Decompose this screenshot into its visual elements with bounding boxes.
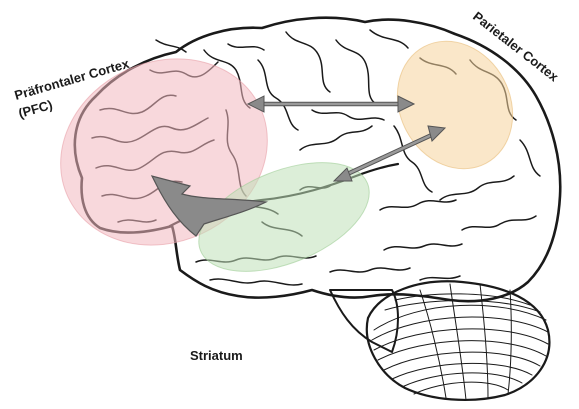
brain-stem [330, 290, 398, 352]
pfc-parietal-arrow [248, 96, 414, 112]
striatum-label: Striatum [190, 348, 243, 363]
cerebellum [367, 281, 550, 400]
